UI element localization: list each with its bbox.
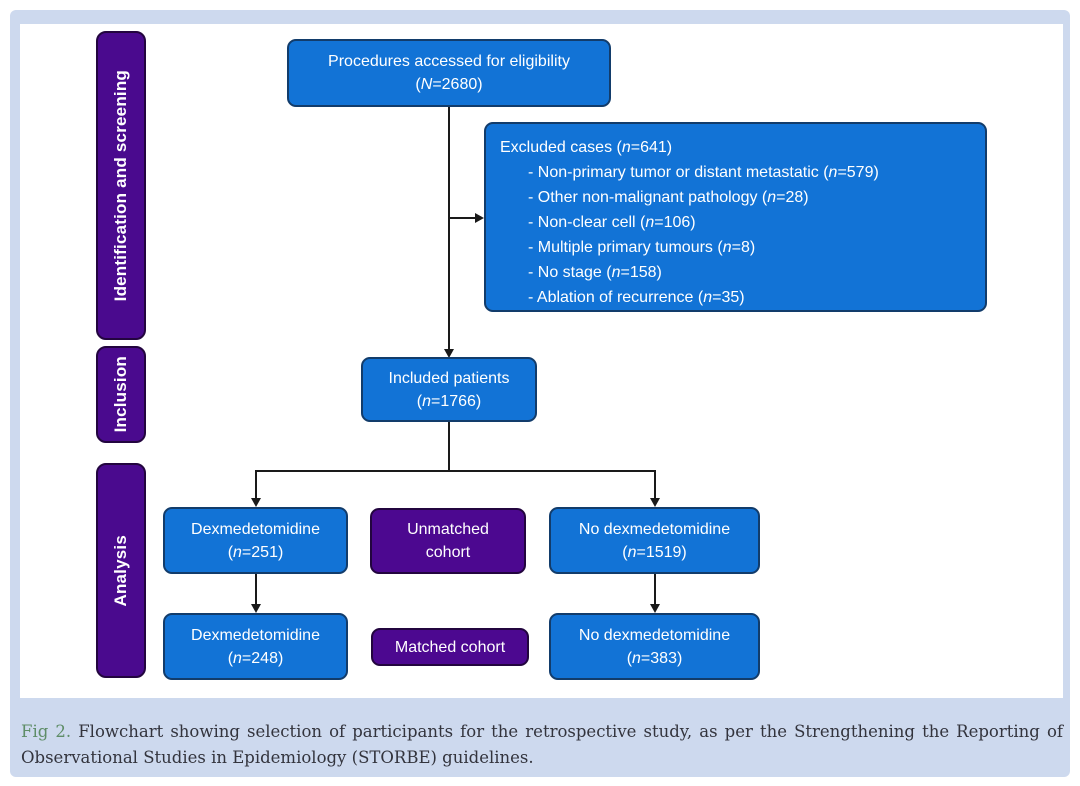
arrowhead-dex-matched [251,604,261,613]
excluded-item: - Other non-malignant pathology (n=28) [528,189,809,206]
figure-caption: Fig 2. Flowchart showing selection of pa… [21,719,1063,771]
connector-nodex-to-matched [654,574,656,605]
stage-inclusion-label: Inclusion [111,356,130,433]
box-nodex-matched-line2: (n=383) [626,649,683,667]
arrowhead-included [444,349,454,358]
box-dex-matched-line2: (n=248) [227,649,284,667]
box-nodex-unmatched-line2: (n=1519) [622,543,687,561]
stage-identification-screening-label: Identification and screening [111,69,130,302]
arrowhead-excluded [475,213,484,223]
box-nodex-unmatched-line1: No dexmedetomidine [578,520,731,538]
connector-eligibility-to-included [448,107,450,353]
box-eligibility: Procedures accessed for eligibility (N=2… [287,39,611,107]
connector-dex-to-matched [255,574,257,605]
box-included-line1: Included patients [388,369,510,387]
excluded-item: - Multiple primary tumours (n=8) [528,239,756,256]
box-matched-cohort: Matched cohort [371,628,529,666]
box-dex-unmatched: Dexmedetomidine (n=251) [163,507,348,574]
connector-split-right [654,470,656,499]
figure-caption-label: Fig 2. [21,722,72,741]
box-dex-matched: Dexmedetomidine (n=248) [163,613,348,680]
box-matched-cohort-label: Matched cohort [394,638,506,656]
connector-to-excluded [448,217,476,219]
excluded-item: - Ablation of recurrence (n=35) [528,289,745,306]
box-dex-matched-line1: Dexmedetomidine [191,626,320,644]
box-dex-unmatched-line2: (n=251) [227,543,284,561]
box-nodex-matched-line1: No dexmedetomidine [578,626,731,644]
box-excluded-title: Excluded cases (n=641) [500,139,673,156]
box-excluded-items: - Non-primary tumor or distant metastati… [500,160,879,310]
box-eligibility-line2: (N=2680) [415,76,483,93]
stage-analysis-label: Analysis [111,534,130,607]
box-included-line2: (n=1766) [416,392,482,410]
excluded-item: - Non-clear cell (n=106) [528,214,696,231]
box-nodex-unmatched: No dexmedetomidine (n=1519) [549,507,760,574]
connector-split-left [255,470,257,499]
box-excluded: Excluded cases (n=641) - Non-primary tum… [484,122,987,312]
stage-analysis: Analysis [96,463,146,678]
connector-split-horizontal [255,470,655,472]
box-included: Included patients (n=1766) [361,357,537,422]
stage-identification-screening: Identification and screening [96,31,146,340]
figure-caption-text: Flowchart showing selection of participa… [21,722,1063,767]
box-eligibility-line1: Procedures accessed for eligibility [328,53,570,70]
excluded-item: - No stage (n=158) [528,264,662,281]
stage-inclusion: Inclusion [96,346,146,443]
box-unmatched-cohort: Unmatched cohort [370,508,526,574]
arrowhead-nodex-unmatched [650,498,660,507]
box-unmatched-cohort-line2: cohort [425,544,471,561]
arrowhead-nodex-matched [650,604,660,613]
box-unmatched-cohort-line1: Unmatched [407,521,489,538]
excluded-item: - Non-primary tumor or distant metastati… [528,164,879,181]
arrowhead-dex-unmatched [251,498,261,507]
box-nodex-matched: No dexmedetomidine (n=383) [549,613,760,680]
connector-included-to-split [448,422,450,471]
box-dex-unmatched-line1: Dexmedetomidine [191,520,320,538]
